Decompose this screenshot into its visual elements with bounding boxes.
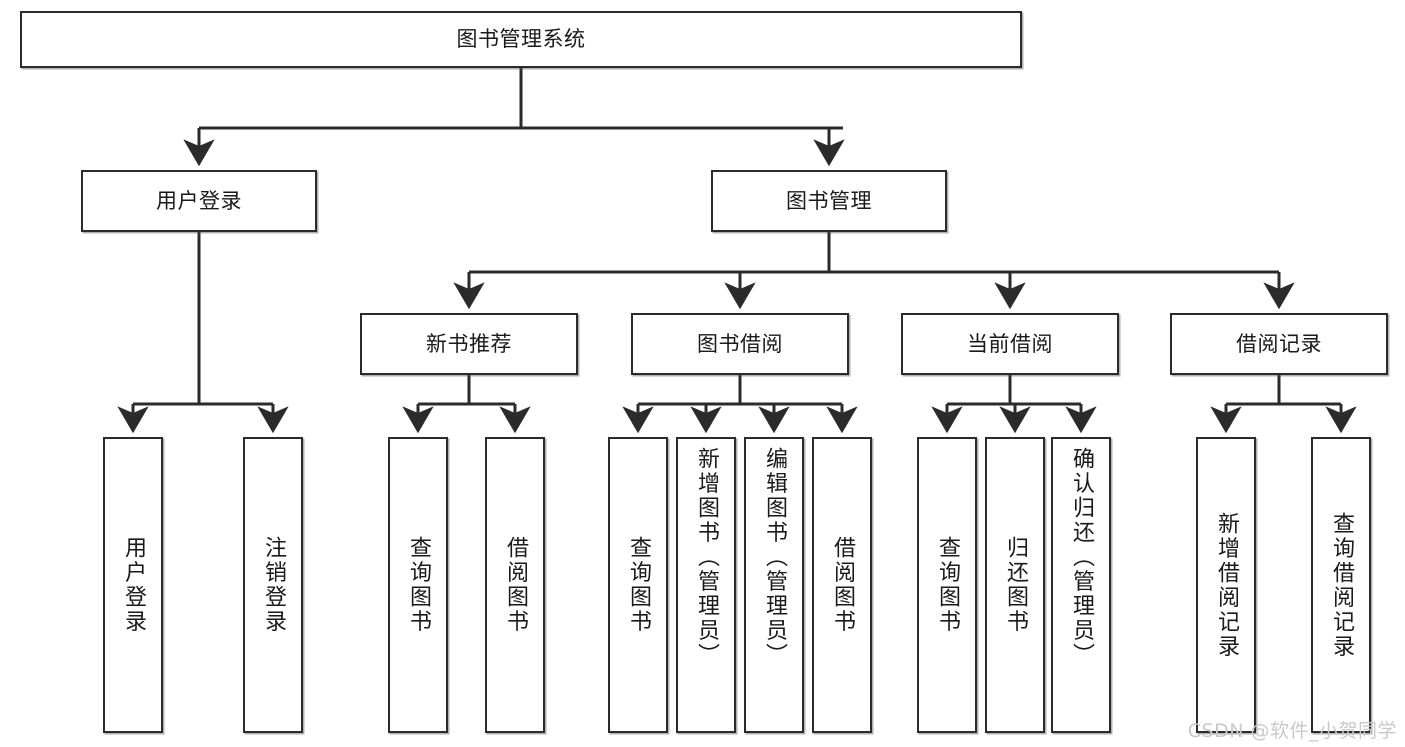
node-leaf-borrow-book-rec[interactable]: 借阅图书 [485, 437, 545, 733]
node-borrow-record-label: 借阅记录 [1236, 331, 1322, 356]
node-user-login[interactable]: 用户登录 [81, 170, 317, 232]
node-leaf-add-book-label: 新增图书（管理员） [694, 447, 719, 668]
node-book-manage-label: 图书管理 [786, 188, 872, 213]
node-borrow-record[interactable]: 借阅记录 [1170, 313, 1388, 375]
node-leaf-add-record[interactable]: 新增借阅记录 [1196, 437, 1256, 733]
node-new-book-recommend-label: 新书推荐 [426, 331, 512, 356]
node-leaf-borrow-book[interactable]: 借阅图书 [812, 437, 872, 733]
node-leaf-borrow-book-label: 借阅图书 [830, 536, 855, 634]
node-leaf-query-book-rec[interactable]: 查询图书 [388, 437, 448, 733]
node-user-login-label: 用户登录 [156, 188, 242, 213]
watermark-text: CSDN @软件_小贺同学 [1187, 720, 1397, 742]
node-leaf-edit-book[interactable]: 编辑图书（管理员） [744, 437, 804, 733]
node-leaf-query-book-rec-label: 查询图书 [406, 536, 431, 634]
node-current-borrow-label: 当前借阅 [967, 331, 1053, 356]
node-new-book-recommend[interactable]: 新书推荐 [360, 313, 578, 375]
node-leaf-add-book[interactable]: 新增图书（管理员） [676, 437, 736, 733]
node-current-borrow[interactable]: 当前借阅 [901, 313, 1119, 375]
node-leaf-query-book-borrow-label: 查询图书 [626, 536, 651, 634]
node-leaf-query-book-cur-label: 查询图书 [935, 536, 960, 634]
node-leaf-user-logout[interactable]: 注销登录 [243, 437, 303, 733]
node-leaf-query-record[interactable]: 查询借阅记录 [1311, 437, 1371, 733]
node-leaf-query-record-label: 查询借阅记录 [1329, 511, 1354, 659]
node-book-borrow-label: 图书借阅 [697, 331, 783, 356]
node-leaf-confirm-return[interactable]: 确认归还（管理员） [1051, 437, 1111, 733]
node-leaf-return-book[interactable]: 归还图书 [985, 437, 1045, 733]
node-book-manage[interactable]: 图书管理 [711, 170, 947, 232]
node-leaf-query-book-borrow[interactable]: 查询图书 [608, 437, 668, 733]
node-leaf-user-login[interactable]: 用户登录 [103, 437, 163, 733]
node-leaf-return-book-label: 归还图书 [1003, 536, 1028, 634]
node-leaf-confirm-return-label: 确认归还（管理员） [1069, 447, 1094, 668]
node-root-label: 图书管理系统 [456, 27, 586, 52]
node-leaf-add-record-label: 新增借阅记录 [1214, 511, 1239, 659]
node-leaf-user-logout-label: 注销登录 [261, 536, 286, 634]
node-leaf-user-login-label: 用户登录 [121, 536, 146, 634]
node-leaf-borrow-book-rec-label: 借阅图书 [503, 536, 528, 634]
node-leaf-edit-book-label: 编辑图书（管理员） [762, 447, 787, 668]
node-root[interactable]: 图书管理系统 [20, 11, 1022, 68]
node-leaf-query-book-cur[interactable]: 查询图书 [917, 437, 977, 733]
node-book-borrow[interactable]: 图书借阅 [631, 313, 849, 375]
